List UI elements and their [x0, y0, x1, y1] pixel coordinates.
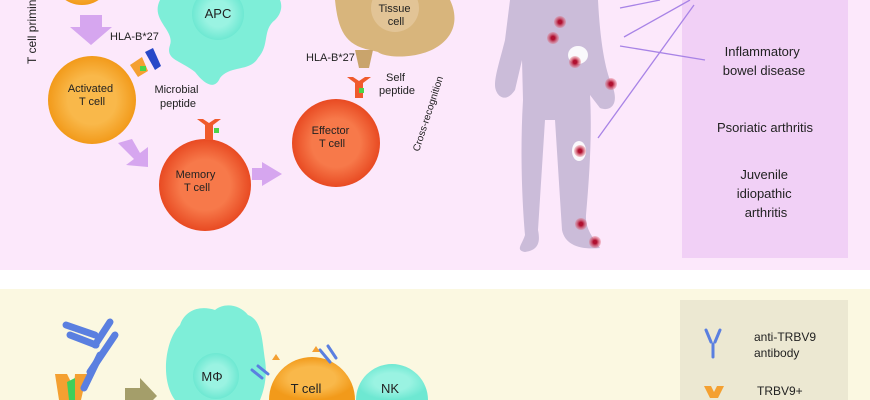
apc-cell [157, 0, 282, 85]
tcr-receptor [130, 57, 148, 77]
hla-receptor-tissue [355, 50, 373, 68]
nk-cell [356, 364, 428, 400]
antibody-binding-illustration [55, 318, 119, 400]
macrophage-label: MΦ [201, 369, 222, 384]
t-cell-label: T cell [291, 381, 322, 396]
memory-t-cell [159, 139, 251, 231]
activated-t-cell-label: Activated T cell [68, 83, 116, 108]
antibody-legend-icon [704, 328, 722, 359]
treatment-arrow [125, 378, 157, 400]
disease-pointer-arrows [597, 0, 706, 139]
arrow-to-effector [252, 162, 282, 186]
hla-b27-label: HLA-B*27 [110, 31, 159, 43]
legend-antibody-label: anti-TRBV9 antibody [754, 330, 819, 360]
t-cell-priming-label: T cell priming [25, 0, 39, 64]
peptide [140, 66, 146, 71]
effector-t-cell-label: Effector T cell [312, 125, 353, 150]
inflammation-spot [605, 78, 617, 90]
inflammation-spot [569, 56, 581, 68]
disease-box [682, 0, 848, 258]
legend-box [680, 300, 848, 400]
apc-label: APC [205, 6, 232, 21]
naive-t-cell [65, 0, 99, 5]
effector-t-cell [292, 99, 380, 187]
disease-psoriatic-arthritis: Psoriatic arthritis [717, 120, 814, 135]
tissue-cell-label: Tissue cell [378, 3, 413, 28]
peptide [359, 88, 364, 93]
apc-nucleus [192, 0, 244, 40]
memory-t-cell-label: Memory T cell [176, 169, 219, 194]
trbv9-legend-icon [704, 386, 724, 398]
inflammation-spot [589, 236, 601, 248]
inflammation-spot [554, 16, 566, 28]
disease-jia: Juvenile idiopathic arthritis [737, 167, 796, 220]
t-cell [269, 357, 355, 400]
human-body-silhouette [495, 0, 615, 252]
macrophage-cell [165, 305, 266, 400]
microbial-peptide-label: Microbial peptide [154, 84, 201, 110]
arrow-to-memory [118, 139, 148, 167]
macrophage-nucleus [193, 353, 239, 399]
inflammation-spot [575, 218, 587, 230]
hla-b27-label-2: HLA-B*27 [306, 52, 355, 64]
bound-antibodies [250, 344, 338, 380]
effector-tcr [347, 77, 371, 98]
arrow-down [70, 15, 112, 45]
trbv9-receptor [272, 346, 320, 360]
memory-tcr [197, 119, 221, 140]
inflammation-spot [574, 145, 586, 157]
legend-trbv9-label: TRBV9+ [757, 384, 803, 398]
self-peptide-label: Self peptide [379, 72, 415, 97]
nk-label: NK [381, 381, 399, 396]
inflammation-spot [547, 32, 559, 44]
activated-t-cell [48, 56, 136, 144]
tissue-nucleus [371, 0, 419, 32]
disease-ibd: Inflammatory bowel disease [723, 44, 805, 78]
hla-receptor [145, 48, 161, 70]
peptide [214, 128, 219, 133]
